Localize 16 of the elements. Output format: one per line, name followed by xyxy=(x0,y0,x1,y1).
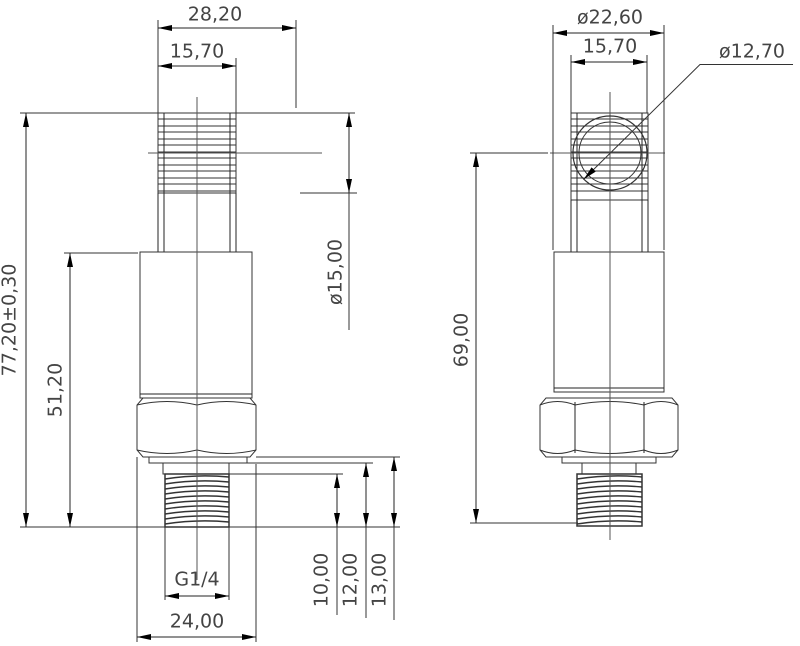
dimension-text: 51,20 xyxy=(46,362,66,418)
dimension-text: ø12,70 xyxy=(718,42,786,62)
dimension-text: 15,70 xyxy=(582,38,638,56)
dimension-text: 13,00 xyxy=(370,552,390,608)
dimension-text: ø15,00 xyxy=(326,238,346,306)
dimension-text: G1/4 xyxy=(174,570,220,590)
dimension-text: ø22,60 xyxy=(576,8,644,28)
dimension-text: 28,20 xyxy=(188,6,242,24)
leader-line xyxy=(583,64,794,180)
dimension-text: 69,00 xyxy=(452,312,472,368)
dimension-text: 24,00 xyxy=(170,612,224,632)
dimension-text: 12,00 xyxy=(342,552,360,608)
dimension-text: 15,70 xyxy=(170,42,224,62)
dimension-text: 10,00 xyxy=(312,552,332,608)
dimension-text: 77,20±0,30 xyxy=(0,264,20,376)
port-circle xyxy=(572,115,648,191)
